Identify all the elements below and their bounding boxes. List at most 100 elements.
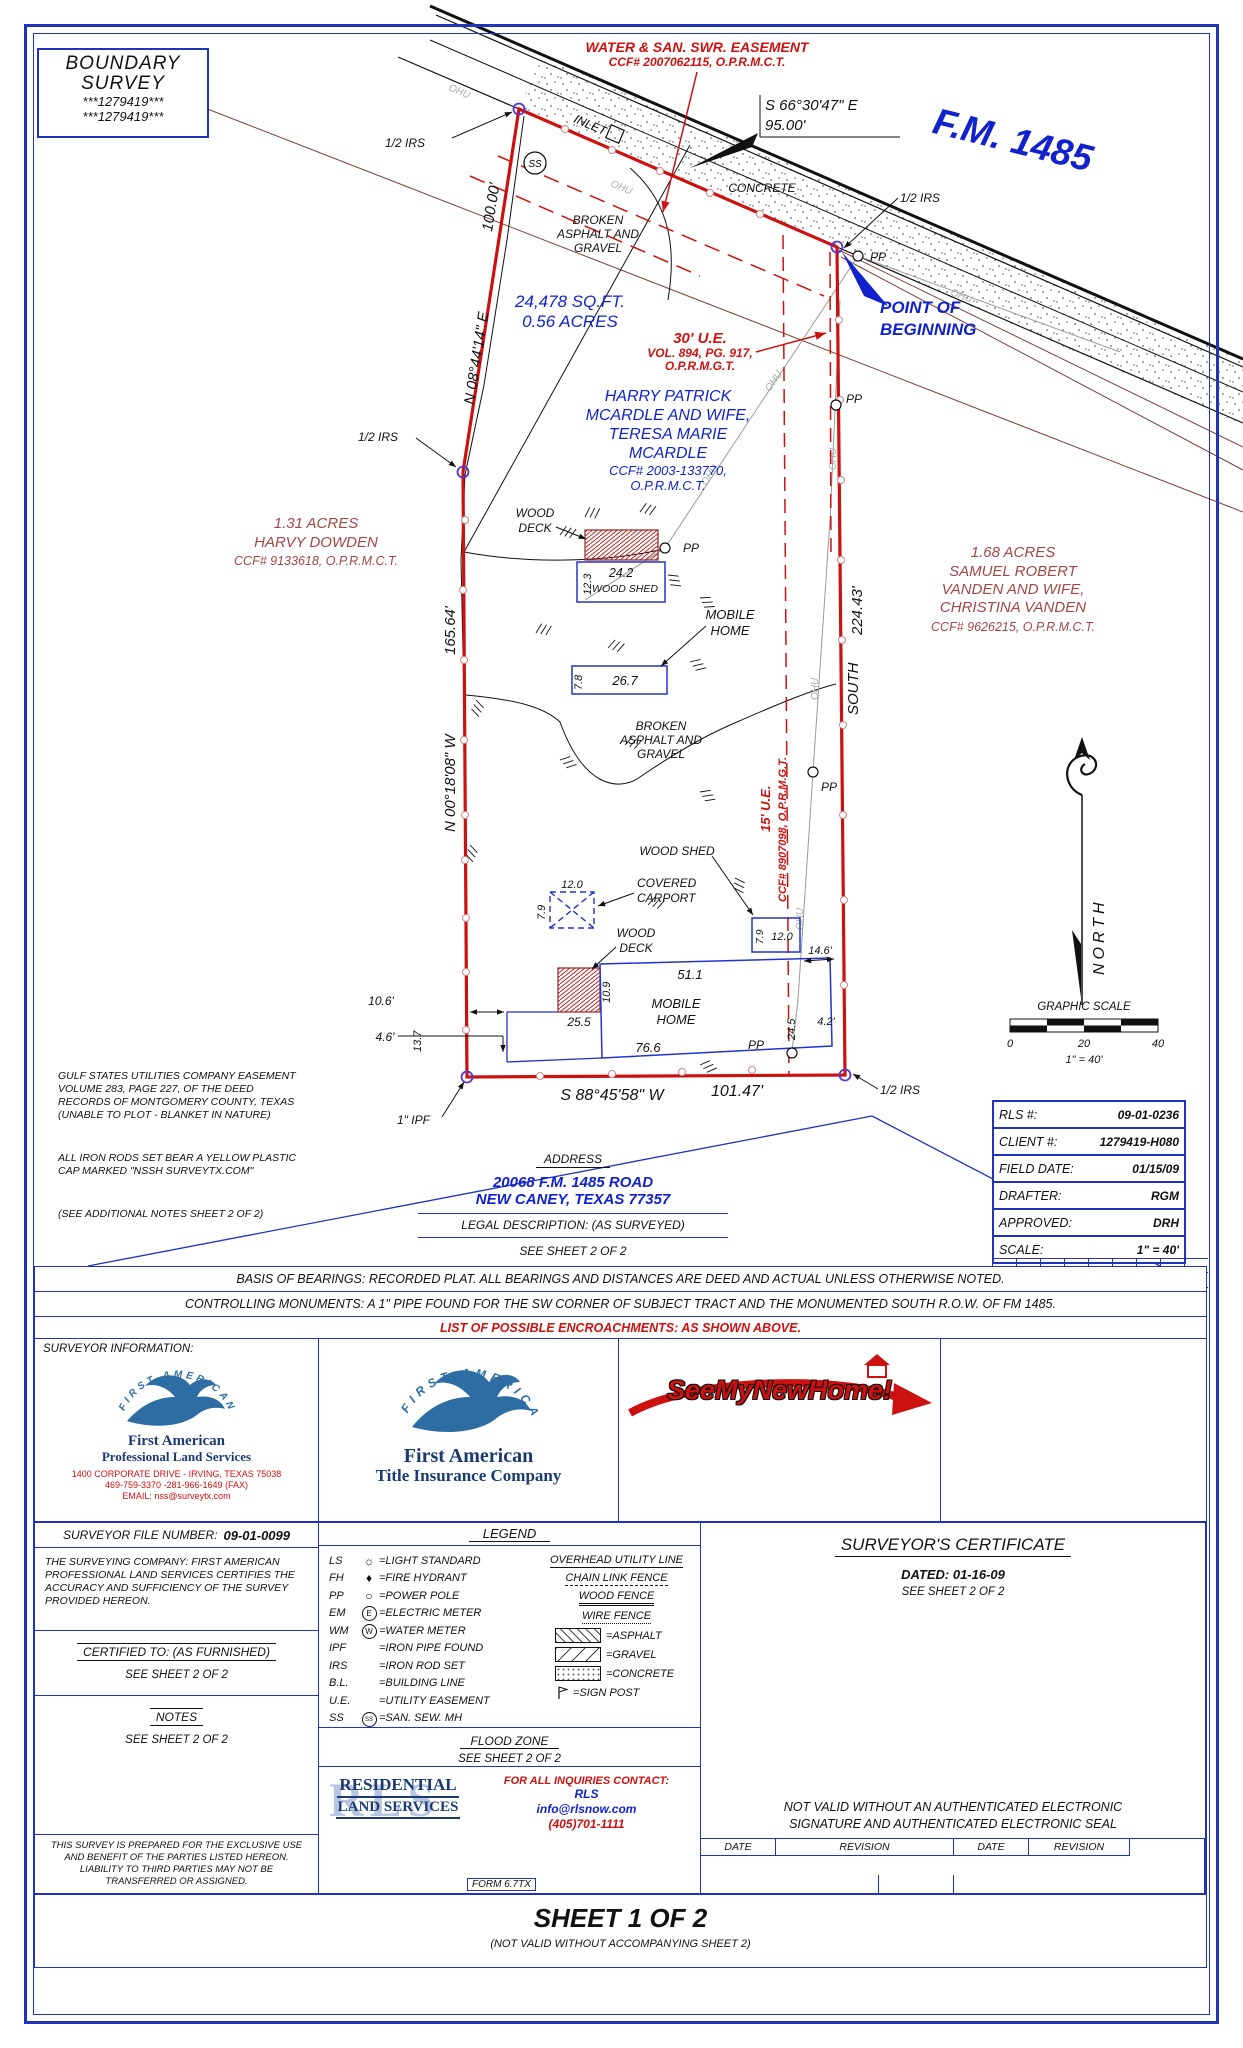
svg-text:S 66°30'47" E: S 66°30'47" E bbox=[765, 97, 859, 114]
svg-text:10.6': 10.6' bbox=[368, 994, 394, 1008]
lower-band: SURVEYOR FILE NUMBER: 09-01-0099 THE SUR… bbox=[34, 1522, 1207, 1911]
svg-text:95.00': 95.00' bbox=[765, 117, 807, 134]
svg-text:GRAVEL: GRAVEL bbox=[637, 747, 685, 761]
svg-text:CHRISTINA VANDEN: CHRISTINA VANDEN bbox=[940, 599, 1086, 616]
legend-item: U.E.=UTILITY EASEMENT bbox=[329, 1694, 490, 1707]
wood-deck-1 bbox=[584, 529, 659, 561]
svg-text:BROKEN: BROKEN bbox=[636, 719, 687, 733]
legend-line: CHAIN LINK FENCE bbox=[565, 1572, 668, 1586]
sanitary-manhole-icon bbox=[523, 151, 547, 175]
svg-text:HARRY PATRICK: HARRY PATRICK bbox=[605, 388, 733, 405]
svg-text:COVERED: COVERED bbox=[637, 876, 697, 890]
contact-email: info@rlsnow.com bbox=[536, 1802, 637, 1816]
svg-text:HARVY DOWDEN: HARVY DOWDEN bbox=[254, 534, 378, 551]
north-arrow-icon: NORTH bbox=[1066, 737, 1108, 1005]
legend-line: WIRE FENCE bbox=[581, 1610, 652, 1624]
legend-sign-post: =SIGN POST bbox=[555, 1685, 692, 1700]
surveyor-phone: 469-759-3370 -281-966-1649 (FAX) bbox=[104, 1479, 249, 1490]
address-heading: ADDRESS bbox=[535, 1152, 610, 1168]
road-arrow bbox=[690, 133, 758, 168]
legend-fill: =ASPHALT bbox=[555, 1628, 692, 1643]
svg-text:7.8: 7.8 bbox=[573, 674, 585, 690]
svg-text:76.6: 76.6 bbox=[635, 1040, 661, 1055]
svg-text:51.1: 51.1 bbox=[677, 967, 702, 982]
svg-text:CCF# 9626215, O.P.R.M.C.T.: CCF# 9626215, O.P.R.M.C.T. bbox=[931, 620, 1095, 634]
svg-text:0.56 ACRES: 0.56 ACRES bbox=[522, 312, 618, 331]
legend-item: PP○=POWER POLE bbox=[329, 1588, 460, 1603]
leader-lines bbox=[415, 95, 900, 1118]
svg-text:OHU: OHU bbox=[810, 677, 821, 700]
pp-labels: PP PP PP PP PP bbox=[683, 250, 886, 1052]
contact-phone: (405)701-1111 bbox=[548, 1817, 625, 1831]
title-company-name: First American bbox=[403, 1445, 534, 1467]
mobile-home-1 bbox=[571, 665, 668, 695]
blank-panel bbox=[941, 1339, 1206, 1521]
rls-logo: RLS RESIDENTIAL LAND SERVICES bbox=[329, 1774, 461, 1827]
revision-table: DATE REVISION DATE REVISION bbox=[701, 1838, 1205, 1911]
svg-text:15' U.E.: 15' U.E. bbox=[758, 786, 773, 832]
notes-value: SEE SHEET 2 OF 2 bbox=[125, 1734, 228, 1746]
order-number: ***1279419*** bbox=[82, 94, 164, 109]
svg-text:WOOD SHED: WOOD SHED bbox=[639, 844, 715, 858]
svg-text:1" = 40': 1" = 40' bbox=[1066, 1054, 1104, 1066]
survey-type: BOUNDARY bbox=[65, 53, 181, 74]
legend-item: IPF=IRON PIPE FOUND bbox=[329, 1642, 484, 1655]
legal-description: LEGAL DESCRIPTION: (AS SURVEYED) bbox=[461, 1218, 685, 1232]
ss-label: SS bbox=[528, 159, 542, 170]
svg-text:24,478 SQ.FT.: 24,478 SQ.FT. bbox=[514, 292, 625, 311]
sheet-number: SHEET 1 OF 2 bbox=[533, 1903, 708, 1933]
certified-to-heading: CERTIFIED TO: (AS FURNISHED) bbox=[35, 1643, 318, 1661]
svg-text:7.9: 7.9 bbox=[754, 929, 766, 944]
title-company-eagle-icon: FIRST AMERICAN bbox=[374, 1347, 539, 1433]
arrow-swoosh-icon bbox=[627, 1379, 932, 1417]
power-pole-icon: ○ bbox=[365, 1588, 373, 1603]
asphalt-swatch bbox=[555, 1628, 601, 1643]
flood-zone-box: FLOOD ZONE SEE SHEET 2 OF 2 bbox=[319, 1727, 700, 1767]
svg-text:101.47': 101.47' bbox=[711, 1083, 764, 1100]
certificate-date: DATED: 01-16-09 bbox=[901, 1567, 1005, 1582]
sheet-note: (NOT VALID WITHOUT ACCOMPANYING SHEET 2) bbox=[490, 1938, 751, 1950]
svg-text:O.P.R.M.C.T.: O.P.R.M.C.T. bbox=[630, 478, 705, 493]
buildings bbox=[506, 529, 833, 1063]
svg-text:1.31 ACRES: 1.31 ACRES bbox=[274, 515, 359, 532]
seemynewhome-logo: SeeMyNewHome! bbox=[666, 1375, 893, 1405]
svg-text:24.5: 24.5 bbox=[786, 1018, 798, 1041]
svg-text:40: 40 bbox=[1152, 1038, 1165, 1050]
svg-text:MCARDLE: MCARDLE bbox=[629, 445, 708, 462]
svg-text:12.0: 12.0 bbox=[561, 879, 583, 891]
monument-markers bbox=[456, 102, 852, 1084]
svg-text:0: 0 bbox=[1007, 1038, 1014, 1050]
additional-notes-ref: (SEE ADDITIONAL NOTES SHEET 2 OF 2) bbox=[58, 1208, 264, 1220]
svg-text:WOOD: WOOD bbox=[617, 926, 656, 940]
power-poles bbox=[659, 250, 864, 1059]
svg-text:GRAPHIC SCALE: GRAPHIC SCALE bbox=[1037, 1001, 1131, 1013]
svg-text:ASPHALT AND: ASPHALT AND bbox=[556, 227, 639, 241]
light-standard-icon: ☼ bbox=[363, 1553, 375, 1568]
svg-text:1/2 IRS: 1/2 IRS bbox=[900, 191, 940, 205]
svg-text:12.3: 12.3 bbox=[582, 573, 594, 595]
svg-text:CCF# 2007062115, O.P.R.M.C.T.: CCF# 2007062115, O.P.R.M.C.T. bbox=[609, 55, 786, 69]
svg-text:PP: PP bbox=[846, 392, 862, 406]
svg-text:1" IPF: 1" IPF bbox=[397, 1113, 431, 1127]
city-state-zip: NEW CANEY, TEXAS 77357 bbox=[475, 1191, 671, 1208]
svg-text:CCF# 2003-133770,: CCF# 2003-133770, bbox=[609, 463, 727, 478]
plat-drawing: OHU OHU OHU OHU OHU OHU OHU OHU bbox=[87, 4, 1243, 1267]
svg-text:WATER & SAN. SWR. EASEMENT: WATER & SAN. SWR. EASEMENT bbox=[586, 39, 810, 55]
legend-title: LEGEND bbox=[319, 1523, 700, 1546]
svg-text:TERESA MARIE: TERESA MARIE bbox=[609, 426, 728, 443]
address-block: ADDRESS 20068 F.M. 1485 ROAD NEW CANEY, … bbox=[408, 1150, 738, 1258]
logos-band: SURVEYOR INFORMATION: FIRST AMERICAN Fir… bbox=[34, 1338, 1207, 1522]
title-block: BOUNDARY SURVEY ***1279419*** ***1279419… bbox=[37, 48, 209, 138]
svg-text:BROKEN: BROKEN bbox=[573, 213, 624, 227]
pob-arrow bbox=[842, 252, 888, 306]
table-row: DRAFTER:RGM bbox=[994, 1181, 1184, 1208]
notes-heading: NOTES bbox=[35, 1708, 318, 1726]
svg-text:165.64': 165.64' bbox=[442, 605, 459, 655]
legend-item: IRS=IRON ROD SET bbox=[329, 1659, 465, 1672]
svg-text:SOUTH: SOUTH bbox=[845, 662, 862, 715]
wood-fence bbox=[506, 1011, 603, 1063]
svg-text:POINT OF: POINT OF bbox=[880, 298, 961, 317]
